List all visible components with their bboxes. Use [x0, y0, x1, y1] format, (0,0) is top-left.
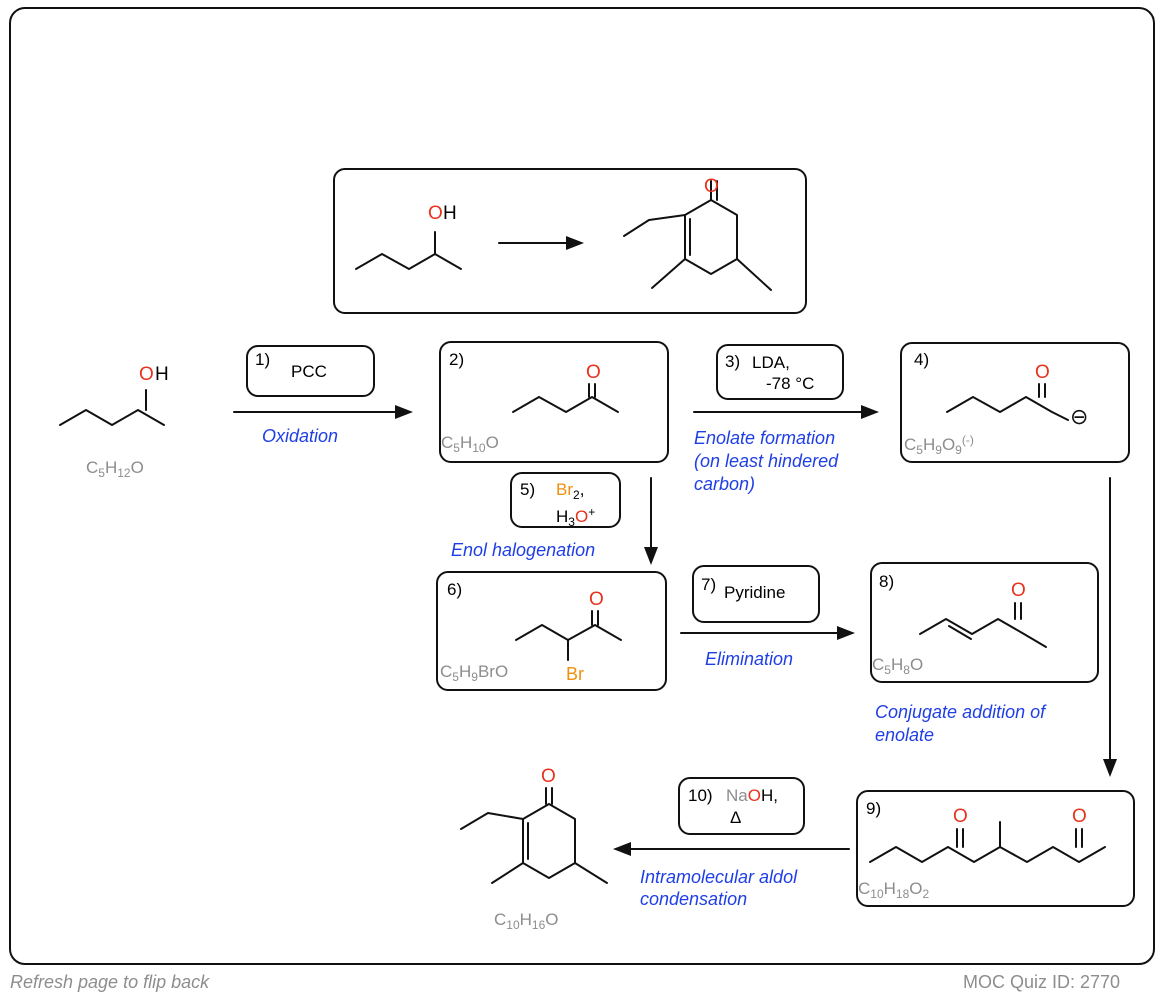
step10-label-line1: Intramolecular aldol	[640, 867, 798, 887]
compound6-oxygen: O	[589, 589, 604, 610]
quiz-id: MOC Quiz ID: 2770	[963, 972, 1121, 992]
step1-reagent-box	[246, 345, 375, 397]
problem-overview-box	[333, 168, 807, 314]
step1-label: Oxidation	[262, 426, 339, 446]
step5-reagent-line2: H3O+	[556, 505, 596, 529]
step1-reagent: PCC	[291, 362, 327, 381]
step10-reagent-line1: NaOH,	[726, 786, 778, 805]
final-product-oxygen: O	[541, 766, 556, 787]
compound4-formula: C5H9O9(-)	[904, 433, 974, 457]
conjugate-label-line2: enolate	[875, 725, 935, 745]
compound4-oxygen: O	[1035, 362, 1050, 383]
start-formula: C5H12O	[86, 458, 144, 480]
quiz-card[interactable]	[9, 7, 1155, 965]
compound9-oxygen-1: O	[953, 806, 968, 827]
compound4-negative-charge: ⊖	[1070, 404, 1089, 429]
step3-reagent-line2: -78 °C	[766, 374, 815, 393]
compound6-bromine: Br	[566, 664, 584, 684]
step7-reagent-box	[692, 565, 820, 623]
step3-number: 3)	[725, 352, 741, 371]
overview-start-oxygen: O	[428, 203, 443, 224]
step5-number: 5)	[520, 480, 536, 499]
compound2-box	[439, 341, 669, 463]
step3-reagent-line1: LDA,	[752, 353, 790, 372]
compound6-number: 6)	[447, 580, 463, 599]
start-hydrogen: H	[155, 364, 169, 385]
refresh-hint: Refresh page to flip back	[10, 972, 210, 992]
step3-label-line3: carbon)	[694, 474, 756, 494]
step1-number: 1)	[255, 350, 271, 369]
compound9-formula: C10H18O2	[858, 879, 930, 901]
compound9-number: 9)	[866, 799, 882, 818]
overview-start-hydrogen: H	[443, 203, 457, 224]
start-oxygen: O	[139, 364, 154, 385]
step3-label-line1: Enolate formation	[694, 428, 836, 448]
compound8-box	[870, 562, 1099, 683]
final-product-formula: C10H16O	[494, 910, 559, 932]
compound2-formula: C5H10O	[441, 433, 499, 455]
step7-label: Elimination	[705, 649, 794, 669]
step5-reagent-line1: Br2,	[556, 480, 585, 502]
compound8-oxygen: O	[1011, 580, 1026, 601]
step10-label-line2: condensation	[640, 889, 748, 909]
step5-reagent-box	[510, 472, 621, 528]
step7-reagent: Pyridine	[724, 583, 786, 602]
compound6-formula: C5H9BrO	[440, 662, 509, 684]
compound2-number: 2)	[449, 350, 465, 369]
overview-product-oxygen: O	[704, 176, 719, 197]
compound2-oxygen: O	[586, 362, 601, 383]
compound4-number: 4)	[914, 350, 930, 369]
step10-number: 10)	[688, 786, 713, 805]
step3-reagent-box	[716, 344, 844, 400]
compound8-formula: C5H8O	[872, 655, 924, 677]
step10-reagent-box	[678, 777, 805, 835]
compound9-oxygen-2: O	[1072, 806, 1087, 827]
conjugate-label-line1: Conjugate addition of	[875, 702, 1046, 722]
step3-label-line2: (on least hindered	[694, 451, 839, 471]
step5-label: Enol halogenation	[451, 540, 596, 560]
step10-reagent-line2: Δ	[730, 808, 742, 827]
compound8-number: 8)	[879, 572, 895, 591]
step7-number: 7)	[701, 575, 717, 594]
